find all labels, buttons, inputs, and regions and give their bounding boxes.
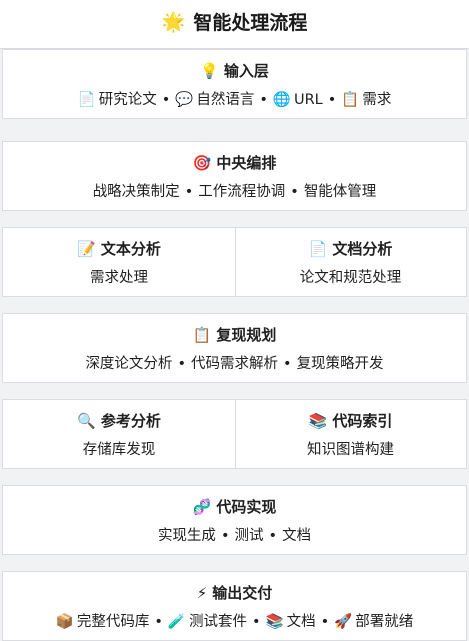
code-impl-item: 实现生成: [157, 528, 216, 544]
books-icon: 📚: [265, 614, 284, 630]
reproduction-title: 复现规划: [216, 326, 277, 344]
input-item: 需求: [362, 92, 392, 108]
code-index-cell: 📚代码索引 知识图谱构建: [235, 400, 466, 468]
reproduction-item: 深度论文分析: [85, 356, 173, 372]
analysis-row-box: 📝文本分析 需求处理 📄文档分析 论文和规范处理: [2, 227, 467, 297]
speech-bubble-icon: 💬: [175, 92, 194, 108]
code-index-title: 代码索引: [332, 412, 393, 430]
package-icon: 📦: [55, 614, 74, 630]
reproduction-heading: 📋复现规划: [3, 324, 466, 345]
input-layer-box: 💡输入层 📄研究论文•💬自然语言•🌐URL•📋需求: [2, 49, 467, 119]
rocket-icon: 🚀: [334, 614, 353, 630]
output-item: 测试套件: [188, 614, 247, 630]
ref-analysis-heading: 🔍参考分析: [3, 410, 235, 431]
reproduction-planning-box: 📋复现规划 深度论文分析•代码需求解析•复现策略开发: [2, 313, 467, 383]
code-impl-title: 代码实现: [216, 498, 277, 516]
ref-analysis-sub: 存储库发现: [82, 442, 156, 458]
doc-analysis-title: 文档分析: [332, 240, 393, 258]
reference-row-box: 🔍参考分析 存储库发现 📚代码索引 知识图谱构建: [2, 399, 467, 469]
magnifier-icon: 🔍: [77, 412, 96, 430]
text-analysis-cell: 📝文本分析 需求处理: [3, 228, 236, 296]
output-items: 📦完整代码库•🧪测试套件•📚文档•🚀部署就绪: [3, 610, 466, 631]
code-impl-item: 测试: [234, 528, 264, 544]
document-icon: 📄: [308, 240, 328, 258]
doc-analysis-heading: 📄文档分析: [235, 238, 466, 259]
globe-icon: 🌐: [272, 92, 291, 108]
separator-dot: •: [320, 614, 330, 630]
input-layer-heading: 💡输入层: [3, 60, 466, 81]
central-item: 工作流程协调: [198, 184, 286, 200]
ref-analysis-cell: 🔍参考分析 存储库发现: [3, 400, 236, 468]
input-layer-items: 📄研究论文•💬自然语言•🌐URL•📋需求: [3, 88, 466, 109]
code-impl-items: 实现生成•测试•文档: [3, 524, 466, 545]
code-index-sub: 知识图谱构建: [307, 442, 394, 458]
reproduction-items: 深度论文分析•代码需求解析•复现策略开发: [3, 352, 466, 373]
doc-analysis-sub: 论文和规范处理: [299, 270, 402, 286]
central-items: 战略决策制定•工作流程协调•智能体管理: [3, 180, 466, 201]
code-index-heading: 📚代码索引: [235, 410, 466, 431]
reproduction-item: 代码需求解析: [191, 356, 278, 372]
central-orchestration-box: 🎯中央编排 战略决策制定•工作流程协调•智能体管理: [2, 141, 467, 211]
test-tube-icon: 🧪: [167, 614, 186, 630]
document-icon: 📄: [77, 92, 96, 108]
text-analysis-title: 文本分析: [100, 240, 161, 258]
separator-dot: •: [154, 614, 163, 630]
lightning-icon: ⚡: [196, 584, 208, 602]
output-delivery-box: ⚡输出交付 📦完整代码库•🧪测试套件•📚文档•🚀部署就绪: [2, 571, 467, 641]
central-title: 中央编排: [216, 154, 277, 172]
central-heading: 🎯中央编排: [3, 152, 466, 173]
diagram-title-text: 智能处理流程: [193, 11, 308, 34]
star-icon: 🌟: [161, 10, 186, 33]
doc-analysis-cell: 📄文档分析 论文和规范处理: [235, 228, 466, 296]
dna-icon: 🧬: [192, 498, 212, 516]
lightbulb-icon: 💡: [200, 62, 219, 80]
text-analysis-heading: 📝文本分析: [3, 238, 235, 259]
separator-dot: •: [259, 92, 268, 108]
input-layer-title: 输入层: [223, 62, 269, 80]
output-item: 完整代码库: [76, 614, 150, 630]
reproduction-item: 复现策略开发: [296, 356, 384, 372]
separator-dot: •: [290, 184, 299, 200]
code-implementation-box: 🧬代码实现 实现生成•测试•文档: [2, 485, 467, 555]
output-item: 文档: [286, 614, 316, 630]
ref-analysis-title: 参考分析: [100, 412, 161, 430]
central-item: 智能体管理: [303, 184, 377, 200]
clipboard-icon: 📋: [192, 326, 212, 344]
output-title: 输出交付: [212, 584, 273, 602]
separator-dot: •: [327, 92, 337, 108]
code-impl-heading: 🧬代码实现: [3, 496, 466, 517]
books-icon: 📚: [308, 412, 328, 430]
code-impl-item: 文档: [282, 528, 312, 544]
memo-icon: 📝: [77, 240, 96, 258]
separator-dot: •: [220, 528, 230, 544]
diagram-title: 🌟 智能处理流程: [0, 0, 469, 42]
separator-dot: •: [161, 92, 171, 108]
separator-dot: •: [251, 614, 261, 630]
central-item: 战略决策制定: [92, 184, 180, 200]
separator-dot: •: [184, 184, 194, 200]
separator-dot: •: [177, 356, 186, 372]
flow-container: 💡输入层 📄研究论文•💬自然语言•🌐URL•📋需求 🎯中央编排 战略决策制定•工…: [0, 48, 469, 641]
input-item: 自然语言: [196, 92, 255, 108]
output-item: 部署就绪: [355, 614, 414, 630]
separator-dot: •: [283, 356, 292, 372]
output-heading: ⚡输出交付: [3, 582, 466, 603]
input-item: 研究论文: [98, 92, 157, 108]
target-icon: 🎯: [192, 154, 212, 172]
text-analysis-sub: 需求处理: [90, 270, 148, 286]
input-item: URL: [293, 92, 323, 108]
separator-dot: •: [268, 528, 278, 544]
clipboard-icon: 📋: [341, 92, 360, 108]
